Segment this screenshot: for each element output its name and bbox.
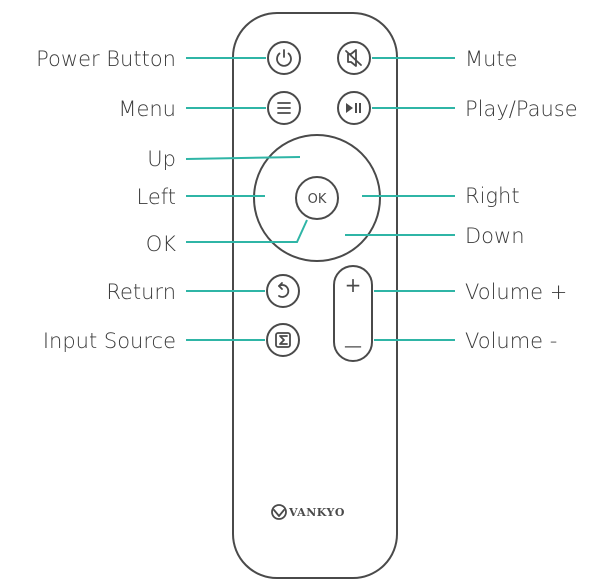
return-button[interactable] [266, 274, 300, 308]
menu-button[interactable] [267, 91, 301, 125]
leader-up [185, 156, 301, 160]
label-volume-up: Volume + [465, 280, 567, 304]
power-button[interactable] [267, 41, 301, 75]
label-volume-down: Volume - [465, 329, 557, 353]
label-ok: OK [146, 232, 177, 256]
label-power-button: Power Button [36, 47, 176, 71]
label-return: Return [106, 280, 176, 304]
volume-minus-symbol: — [344, 336, 362, 357]
return-arrow-icon [278, 282, 290, 298]
leader-ok [186, 219, 308, 243]
input-source-icon [275, 332, 291, 348]
play-pause-icon [346, 103, 361, 113]
ok-button-label: OK [308, 192, 327, 207]
input-source-button[interactable] [266, 323, 300, 357]
play-pause-button[interactable] [337, 91, 371, 125]
label-down: Down [465, 224, 525, 248]
brand-logo: VANKYO [271, 504, 345, 520]
label-right: Right [465, 184, 520, 208]
label-mute: Mute [465, 47, 518, 71]
vankyo-logo-icon [271, 504, 287, 520]
mute-button[interactable] [337, 41, 371, 75]
ok-button[interactable]: OK [295, 176, 339, 220]
label-play-pause: Play/Pause [465, 97, 578, 121]
label-input-source: Input Source [43, 329, 176, 353]
hamburger-menu-icon [277, 102, 291, 114]
mute-speaker-icon [345, 49, 362, 67]
brand-name: VANKYO [288, 506, 345, 519]
power-icon [276, 49, 292, 67]
label-left: Left [136, 185, 176, 209]
label-up: Up [147, 147, 176, 171]
label-menu: Menu [118, 97, 176, 121]
volume-rocker[interactable]: + — [333, 265, 373, 362]
volume-plus-symbol: + [345, 273, 362, 297]
